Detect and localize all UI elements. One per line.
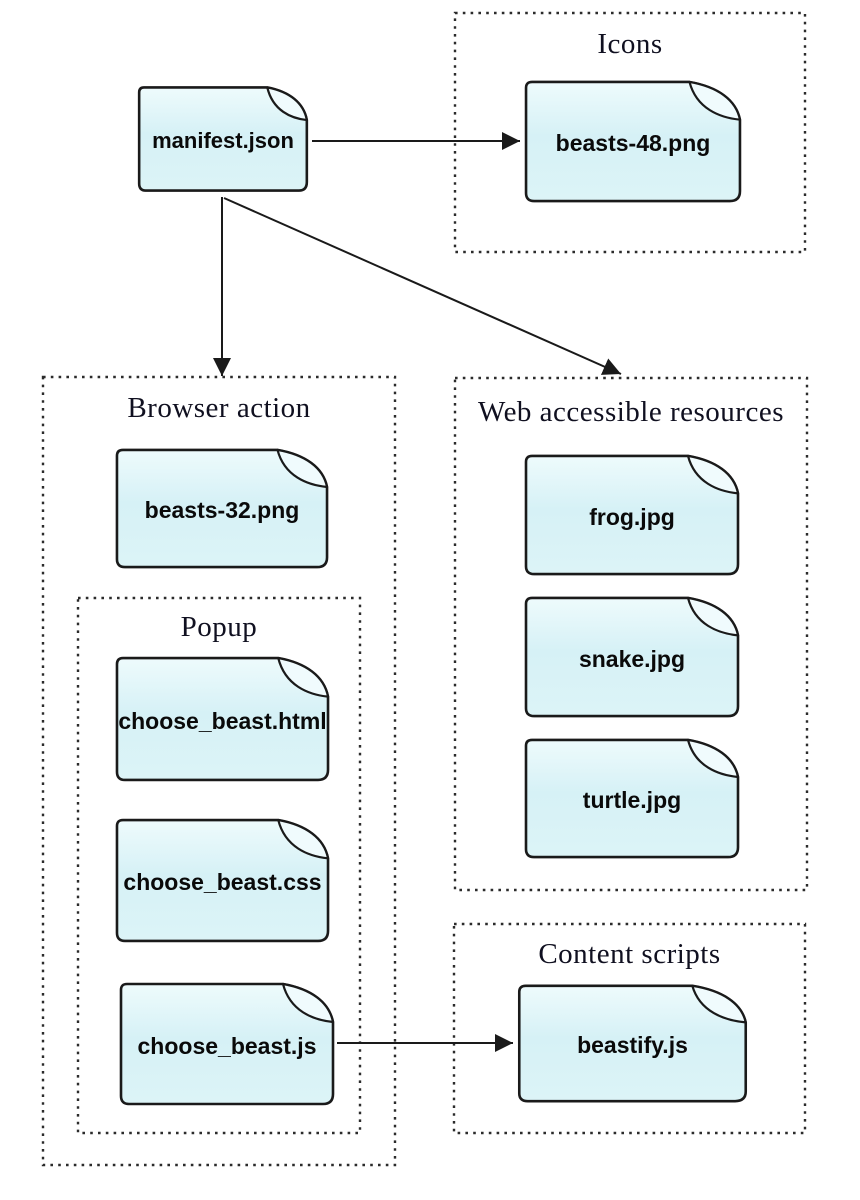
- file-node-beasts-32-png: beasts-32.png: [113, 446, 331, 571]
- document-icon: [522, 736, 742, 861]
- group-title-content-scripts: Content scripts: [538, 938, 721, 970]
- group-box-web-accessible-resources: [453, 376, 809, 892]
- arrow-manifest-to-web-accessible-resources: [223, 197, 622, 375]
- file-node-turtle-jpg: turtle.jpg: [522, 736, 742, 861]
- document-icon: [136, 84, 310, 194]
- group-box-content-scripts: [452, 922, 807, 1135]
- document-icon: [113, 446, 331, 571]
- file-node-frog-jpg: frog.jpg: [522, 452, 742, 578]
- file-label: beastify.js: [577, 1032, 688, 1058]
- group-title-popup: Popup: [180, 611, 258, 643]
- file-label: snake.jpg: [578, 645, 686, 672]
- file-node-beastify-js: beastify.js: [515, 982, 750, 1105]
- group-title-browser-action: Browser action: [127, 392, 311, 424]
- file-node-beasts-48-png: beasts-48.png: [522, 78, 744, 205]
- file-node-manifest-json: manifest.json: [136, 84, 310, 194]
- file-label: beasts-32.png: [144, 497, 300, 523]
- document-icon: [522, 452, 742, 578]
- document-icon: [522, 78, 744, 205]
- file-label: manifest.json: [152, 128, 294, 153]
- file-label: beasts-48.png: [555, 130, 711, 156]
- document-icon: [522, 594, 742, 720]
- file-node-choose-beast-css: choose_beast.css: [113, 816, 332, 945]
- document-icon: [117, 980, 337, 1108]
- group-box-popup: [76, 596, 362, 1135]
- file-label: choose_beast.css: [123, 869, 322, 895]
- file-label: choose_beast.js: [137, 1032, 317, 1059]
- file-label: choose_beast.html: [118, 707, 327, 734]
- group-title-icons: Icons: [597, 28, 663, 60]
- document-icon: [113, 816, 332, 945]
- group-box-icons: [453, 11, 807, 254]
- file-node-choose-beast-html: choose_beast.html: [113, 654, 332, 784]
- file-label: frog.jpg: [589, 503, 675, 530]
- file-node-choose-beast-js: choose_beast.js: [117, 980, 337, 1108]
- file-node-snake-jpg: snake.jpg: [522, 594, 742, 720]
- file-label: turtle.jpg: [582, 787, 682, 813]
- document-icon: [113, 654, 332, 784]
- document-icon: [515, 982, 750, 1105]
- group-title-web-accessible-resources: Web accessible resources: [478, 396, 784, 428]
